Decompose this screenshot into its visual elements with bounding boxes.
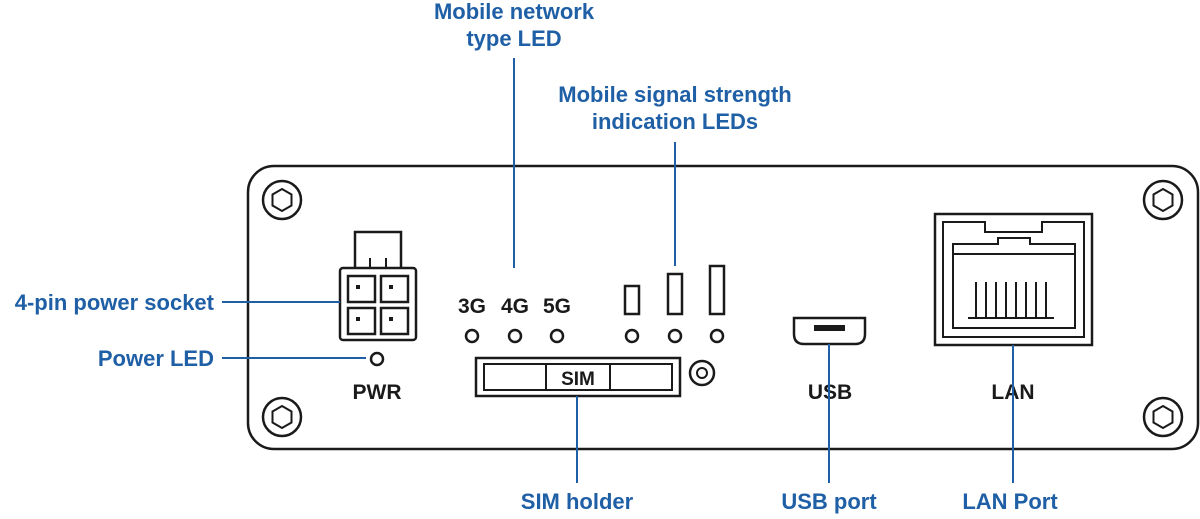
callout-power-socket: 4-pin power socket (15, 290, 215, 315)
screw-top-right (1142, 179, 1184, 221)
sim-label: SIM (561, 369, 595, 390)
callout-network-type-line2: type LED (466, 26, 561, 51)
sim-holder (474, 356, 682, 398)
signal-led-3 (709, 328, 725, 344)
sim-eject-button-icon (688, 359, 716, 387)
screw-top-left (261, 179, 303, 221)
usb-port-icon (792, 316, 867, 346)
signal-led-1 (624, 328, 640, 344)
screw-bottom-right (1142, 396, 1184, 438)
screw-bottom-left (261, 396, 303, 438)
signal-bar-1-icon (623, 284, 641, 316)
callout-sim-holder: SIM holder (521, 489, 634, 514)
callout-lan-port: LAN Port (962, 489, 1058, 514)
callout-signal-strength-line1: Mobile signal strength (558, 82, 791, 107)
power-led (369, 351, 385, 367)
power-socket-icon (338, 230, 418, 342)
led-3g (464, 328, 480, 344)
signal-led-2 (667, 328, 683, 344)
signal-bar-3-icon (708, 264, 726, 316)
callout-network-type-line1: Mobile network (434, 0, 595, 24)
net-4g-label: 4G (501, 295, 529, 318)
led-5g (549, 328, 565, 344)
callout-signal-strength-line2: indication LEDs (592, 109, 758, 134)
signal-bar-2-icon (666, 272, 684, 316)
lan-port-icon (933, 212, 1094, 347)
led-4g (507, 328, 523, 344)
pwr-label: PWR (353, 381, 402, 404)
net-3g-label: 3G (458, 295, 486, 318)
net-5g-label: 5G (543, 295, 571, 318)
callout-usb-port: USB port (781, 489, 877, 514)
callout-power-led: Power LED (98, 346, 214, 371)
